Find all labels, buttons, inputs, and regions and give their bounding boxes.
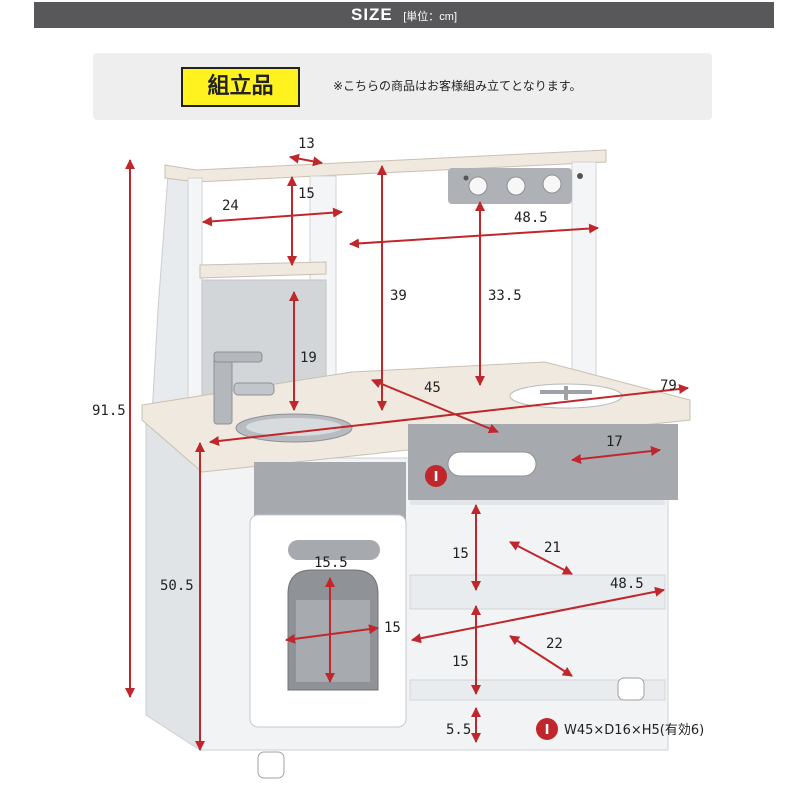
shelf-line bbox=[410, 500, 665, 505]
label-oven-width: 15.5 bbox=[314, 555, 348, 571]
arrow-total-width bbox=[209, 384, 689, 446]
label-drawer-width: 17 bbox=[606, 434, 623, 450]
label-shelf2-depth: 22 bbox=[546, 636, 563, 652]
drawer-note: I W45×D16×H5(有効6) bbox=[536, 718, 704, 740]
header-unit: [単位：cm] bbox=[403, 11, 458, 23]
drawer-note-marker-icon bbox=[536, 718, 558, 740]
label-shelf-gap: 15 bbox=[298, 186, 315, 202]
kitchen-illustration bbox=[141, 149, 691, 779]
drawer-marker-icon bbox=[425, 465, 447, 487]
label-total-width: 79 bbox=[660, 378, 677, 394]
arrow-drawer-width bbox=[571, 446, 661, 464]
right-post bbox=[571, 161, 597, 388]
label-upper-height: 39 bbox=[390, 288, 407, 304]
arrow-shelf1-depth bbox=[509, 541, 573, 575]
arrow-hood-width bbox=[349, 223, 599, 249]
header-bar: SIZE [単位：cm] bbox=[34, 2, 774, 28]
drawer-handle bbox=[447, 451, 537, 477]
arrow-oven-width bbox=[285, 624, 379, 644]
header-title: SIZE bbox=[350, 5, 393, 24]
dimension-arrows bbox=[125, 153, 689, 751]
knob-icon bbox=[542, 174, 562, 194]
faucet-handle bbox=[233, 382, 275, 396]
label-shelf-inner-width: 48.5 bbox=[610, 576, 644, 592]
arrow-shelf-inner-width bbox=[411, 586, 665, 644]
assembly-badge: 組立品 bbox=[181, 67, 300, 107]
left-post bbox=[187, 177, 203, 417]
label-hood-width: 48.5 bbox=[514, 210, 548, 226]
label-shelf1-depth: 21 bbox=[544, 540, 561, 556]
label-counter-depth: 45 bbox=[424, 380, 441, 396]
knob-icon bbox=[506, 176, 526, 196]
assembly-note-panel: 組立品 ※こちらの商品はお客様組み立てとなります。 bbox=[93, 53, 712, 120]
label-hood-height: 33.5 bbox=[488, 288, 522, 304]
drawer-note-marker: I bbox=[545, 723, 550, 738]
small-shelf bbox=[199, 261, 327, 279]
header-text: SIZE [単位：cm] bbox=[34, 2, 774, 28]
label-shelf2-height: 15 bbox=[452, 654, 469, 670]
label-total-height: 91.5 bbox=[92, 403, 126, 419]
label-shelf1-height: 15 bbox=[452, 546, 469, 562]
arrow-shelf2-depth bbox=[509, 635, 573, 677]
label-back-panel-height: 19 bbox=[300, 350, 317, 366]
faucet-spout bbox=[213, 351, 263, 363]
label-top-depth: 13 bbox=[298, 136, 315, 152]
assembly-note-text: ※こちらの商品はお客様組み立てとなります。 bbox=[333, 79, 582, 93]
dimension-labels: 13 24 15 48.5 39 33.5 19 45 79 91.5 17 5… bbox=[92, 136, 677, 738]
knob-icon bbox=[468, 176, 488, 196]
drawer-note-text: W45×D16×H5(有効6) bbox=[564, 723, 704, 738]
faucet-icon bbox=[213, 351, 233, 425]
screw-hole-icon bbox=[577, 173, 583, 179]
arrow-top-depth bbox=[289, 153, 323, 167]
caster-icon bbox=[617, 677, 645, 701]
label-floor-clearance: 5.5 bbox=[446, 722, 471, 738]
drawer-marker: I bbox=[425, 465, 447, 487]
screw-hole-icon bbox=[463, 175, 469, 181]
label-shelf-width: 24 bbox=[222, 198, 239, 214]
arrow-shelf-width bbox=[202, 207, 343, 227]
oven-interior bbox=[296, 600, 370, 682]
oven-handle bbox=[288, 540, 380, 560]
label-oven-height: 15 bbox=[384, 620, 401, 636]
drawer-marker-label: I bbox=[434, 470, 439, 485]
caster-icon bbox=[257, 751, 285, 779]
label-base-height: 50.5 bbox=[160, 578, 194, 594]
